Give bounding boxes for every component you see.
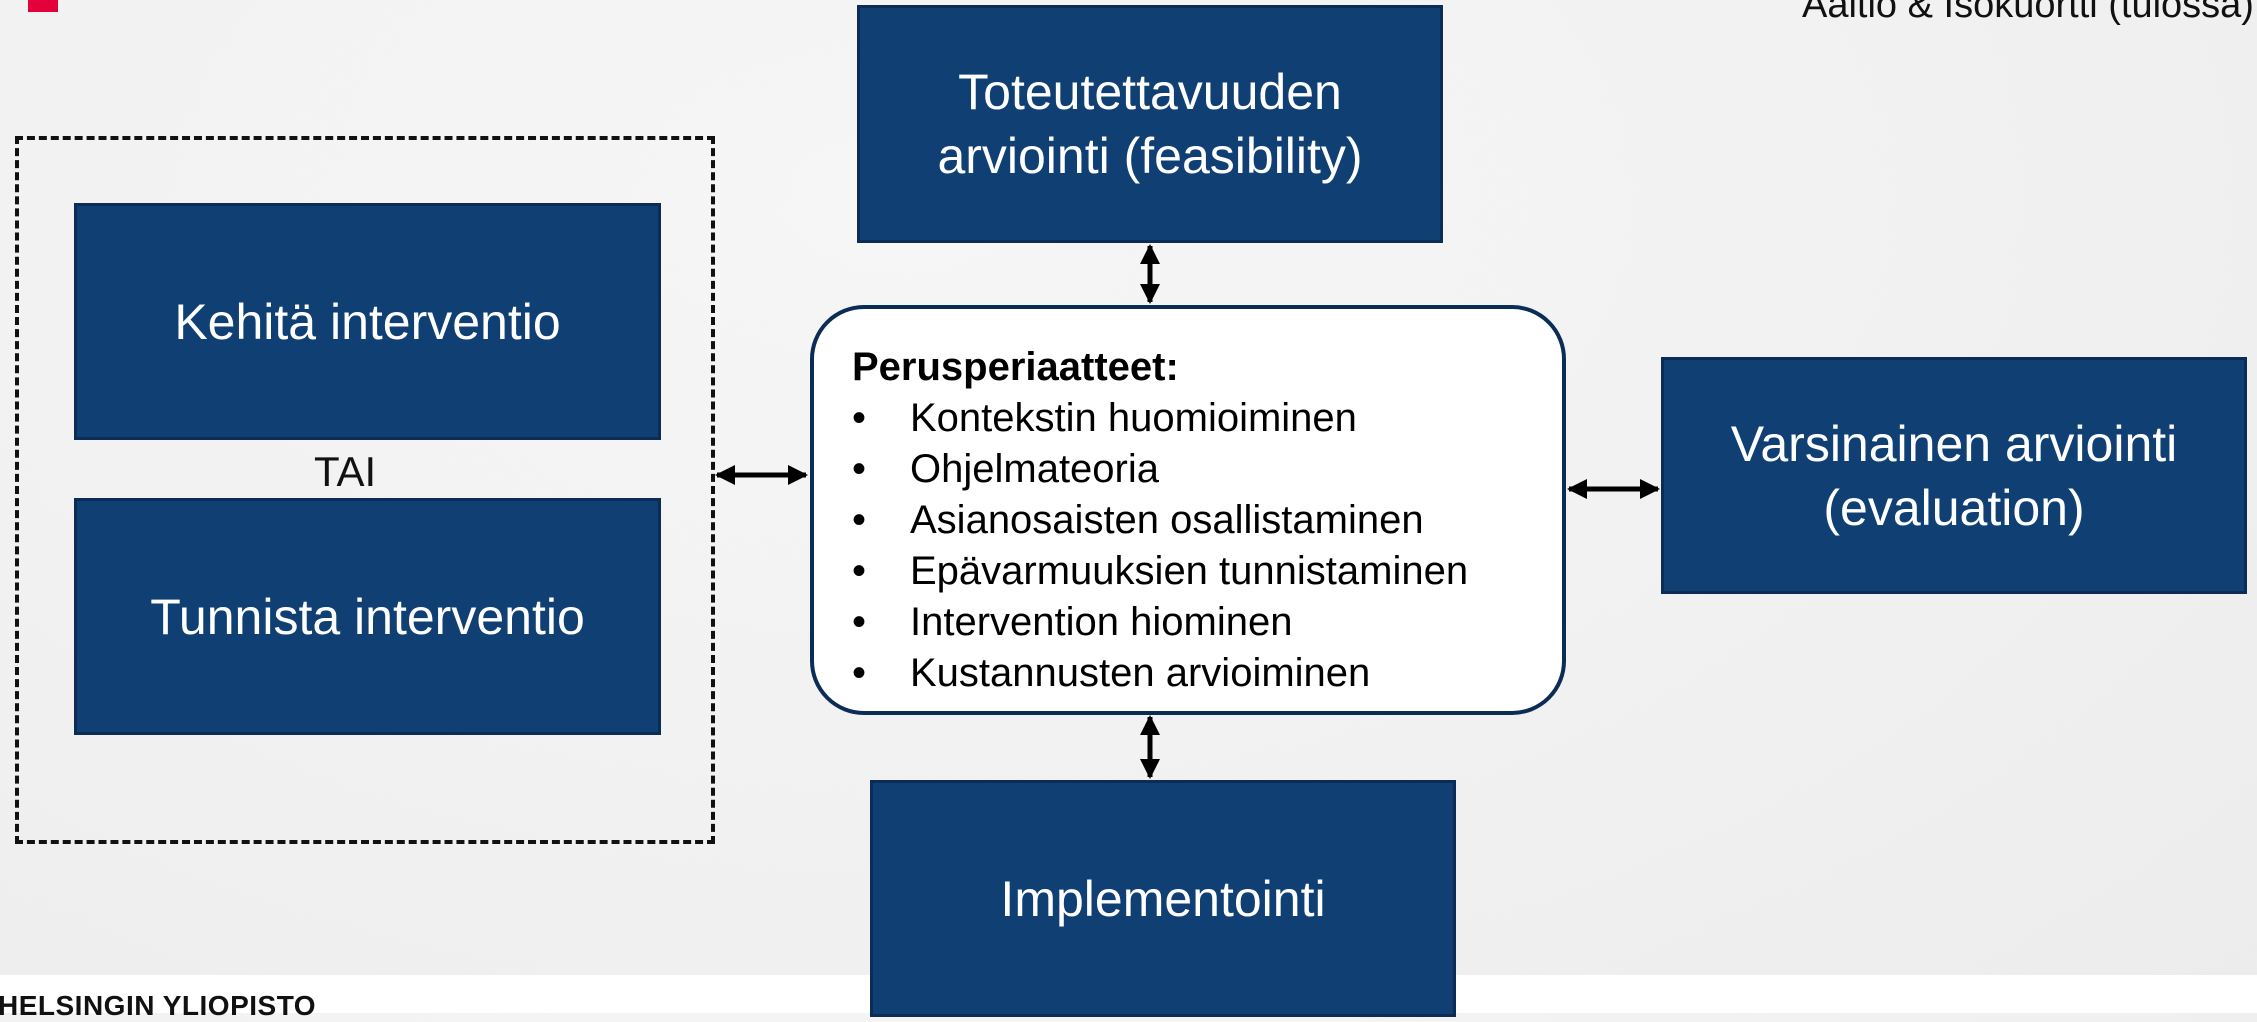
core-principles-list: •Kontekstin huomioiminen •Ohjelmateoria … xyxy=(852,393,1562,699)
bullet-icon: • xyxy=(852,651,867,695)
principle-item: •Epävarmuuksien tunnistaminen xyxy=(852,546,1562,597)
identify-intervention-label: Tunnista interventio xyxy=(150,588,585,645)
core-principles-heading: Perusperiaatteet: xyxy=(852,345,1179,389)
bullet-icon: • xyxy=(852,396,867,440)
principle-item: •Asianosaisten osallistaminen xyxy=(852,495,1562,546)
implementation-box: Implementointi xyxy=(870,780,1456,1017)
principle-item: •Intervention hiominen xyxy=(852,597,1562,648)
bullet-icon: • xyxy=(852,600,867,644)
bullet-icon: • xyxy=(852,549,867,593)
principle-item: •Kustannusten arvioiminen xyxy=(852,648,1562,699)
evaluation-label: Varsinainen arviointi (evaluation) xyxy=(1730,415,2178,536)
bullet-icon: • xyxy=(852,498,867,542)
core-principles-box: Perusperiaatteet: •Kontekstin huomioimin… xyxy=(810,305,1566,715)
develop-intervention-box: Kehitä interventio xyxy=(74,203,661,440)
principle-item: •Kontekstin huomioiminen xyxy=(852,393,1562,444)
evaluation-box: Varsinainen arviointi (evaluation) xyxy=(1661,357,2247,594)
implementation-label: Implementointi xyxy=(1000,870,1326,927)
feasibility-box: Toteutettavuuden arviointi (feasibility) xyxy=(857,5,1443,243)
identify-intervention-box: Tunnista interventio xyxy=(74,498,661,735)
feasibility-label: Toteutettavuuden arviointi (feasibility) xyxy=(937,64,1363,184)
intervention-options-group xyxy=(15,136,715,844)
university-logo-mark xyxy=(28,0,58,12)
citation-text: Aaltio & Isokuortti (tulossa) xyxy=(1802,0,2254,26)
or-label: TAI xyxy=(314,448,377,495)
principle-item: •Ohjelmateoria xyxy=(852,444,1562,495)
bullet-icon: • xyxy=(852,447,867,491)
develop-intervention-label: Kehitä interventio xyxy=(174,293,561,350)
